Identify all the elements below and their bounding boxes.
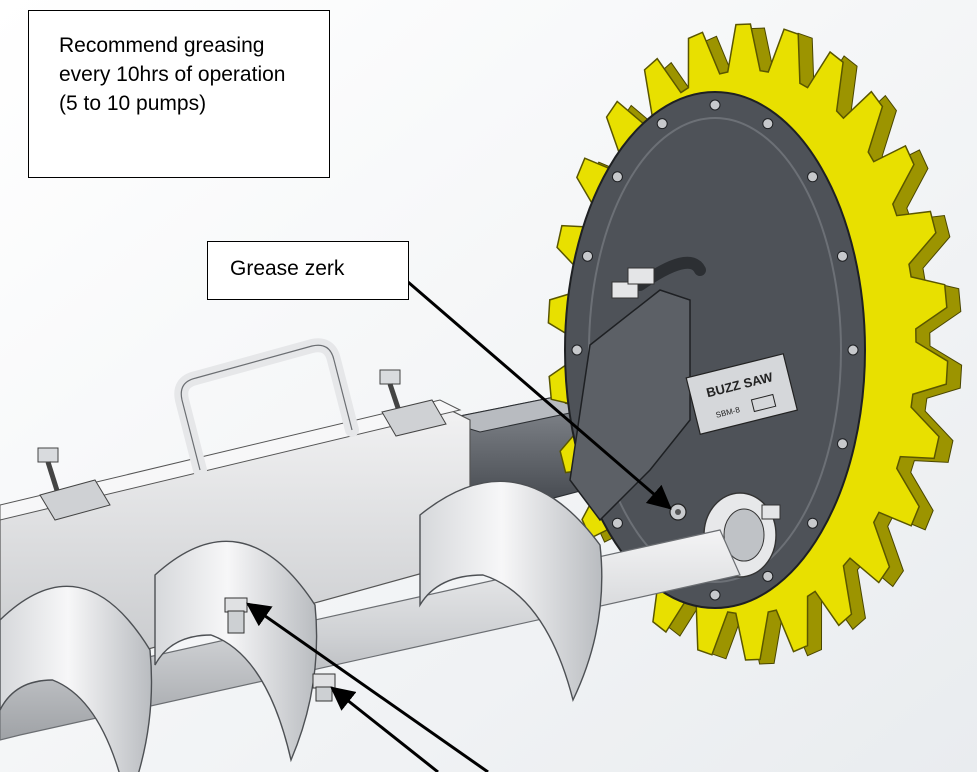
grease-zerk-label: Grease zerk: [230, 257, 345, 280]
clamp-bolt-right: [379, 369, 447, 437]
grease-zerk-callout: Grease zerk: [207, 241, 409, 300]
plate-bolt: [611, 171, 623, 183]
nameplate: BUZZ SAW SBM-8: [685, 353, 799, 435]
plate-bolt: [807, 171, 819, 183]
grease-zerk: [669, 503, 687, 521]
trough-handle-outline: [180, 344, 353, 471]
grease-zerk-leader-arrow: [407, 280, 672, 510]
plate-bolt: [847, 344, 859, 356]
plate-bolt: [709, 589, 721, 601]
greasing-recommendation-text: Recommend greasing every 10hrs of operat…: [59, 34, 286, 115]
plate-bolt: [571, 344, 583, 356]
shaft-zerk-2: [312, 673, 336, 702]
shaft-zerk-leader-arrow-2: [330, 686, 439, 772]
plate-bolt: [611, 517, 623, 529]
plate-bolt: [582, 250, 594, 262]
auger-flight-1: [0, 585, 153, 772]
greasing-recommendation-callout: Recommend greasing every 10hrs of operat…: [28, 10, 330, 178]
plate-bolt: [807, 517, 819, 529]
plate-bolt: [762, 118, 774, 130]
plate-bolt: [836, 438, 848, 450]
arm-bracket: [569, 289, 691, 522]
plate-bolt: [656, 118, 668, 130]
auger-flight-2: [154, 540, 318, 763]
auger-flight-3: [419, 480, 603, 703]
plate-bolt: [762, 570, 774, 582]
auger-flights: [0, 480, 603, 772]
plate-bolt: [709, 99, 721, 111]
shaft-zerk-1: [224, 597, 248, 634]
plate-bolt: [836, 250, 848, 262]
adjuster-bolts: [611, 267, 655, 299]
clamp-bolt-left: [37, 447, 111, 521]
shaft-zerk-leader-arrow-1: [246, 602, 489, 772]
